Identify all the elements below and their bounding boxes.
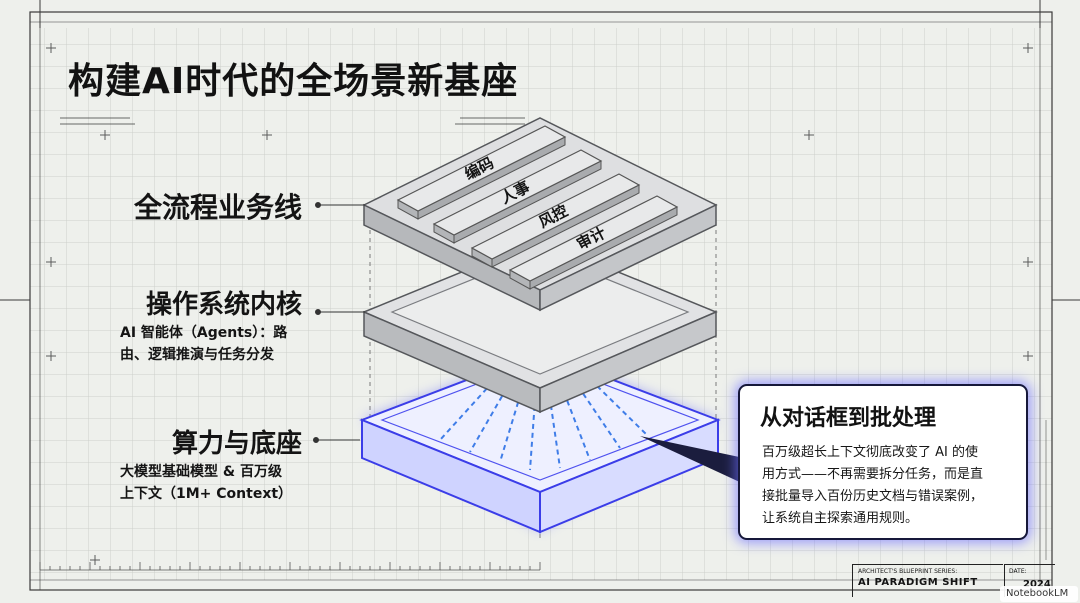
ruler	[39, 562, 541, 571]
module-bar: 审计	[508, 195, 679, 290]
date-value: 2024	[1023, 579, 1051, 590]
layer-label-os-kernel: 操作系统内核	[145, 290, 302, 320]
watermark-text: NotebookLM	[1006, 588, 1069, 599]
series-caption: ARCHITECT'S BLUEPRINT SERIES:	[858, 568, 958, 575]
callout-pointer	[640, 436, 744, 484]
callout-line: 让系统自主探索通用规则。	[762, 511, 919, 526]
module-bar: 编码	[396, 125, 567, 220]
light-ray	[499, 375, 527, 463]
label-pointers	[313, 202, 365, 443]
light-ray	[556, 375, 591, 461]
light-ray	[546, 378, 561, 469]
layer-sub-line: 上下文（1M+ Context）	[120, 486, 293, 502]
light-ray	[529, 378, 538, 471]
layer-top-business	[362, 117, 718, 312]
layer-bottom-base	[359, 322, 721, 534]
date-label: DATE:	[1009, 568, 1027, 575]
module-bar: 风控	[470, 173, 641, 268]
crosshair-marks	[46, 43, 1033, 565]
title-block-series: ARCHITECT'S BLUEPRINT SERIES: AI PARADIG…	[852, 564, 1003, 597]
layer-sub-os-kernel: AI 智能体（Agents）：路 由、逻辑推演与任务分发	[120, 322, 302, 366]
callout-box: 从对话框到批处理 百万级超长上下文彻底改变了 AI 的使 用方式——不再需要拆分…	[738, 384, 1028, 540]
callout-line: 用方式——不再需要拆分任务，而是直	[762, 467, 984, 482]
light-ray	[577, 366, 649, 437]
series-name: AI PARADIGM SHIFT	[858, 577, 978, 588]
callout-line: 百万级超长上下文彻底改变了 AI 的使	[762, 445, 978, 460]
layer-sub-line: 由、逻辑推演与任务分发	[120, 347, 274, 363]
title-block-date: DATE: 2024	[1004, 564, 1055, 597]
module-bar: 人事	[432, 149, 603, 244]
layer-label-business: 全流程业务线	[133, 191, 302, 224]
layer-middle-os	[362, 239, 718, 414]
light-ray	[567, 370, 621, 449]
layer-sub-line: 大模型基础模型 & 百万级	[120, 464, 282, 480]
page-title: 构建AI时代的全场景新基座	[68, 61, 519, 102]
light-ray	[439, 367, 506, 441]
layer-sub-compute: 大模型基础模型 & 百万级 上下文（1M+ Context）	[120, 461, 302, 505]
watermark: NotebookLM	[1000, 586, 1078, 602]
layer-sub-line: AI 智能体（Agents）：路	[120, 325, 288, 341]
callout-title: 从对话框到批处理	[760, 406, 937, 431]
layer-label-compute: 算力与底座	[171, 429, 302, 459]
callout-body: 百万级超长上下文彻底改变了 AI 的使 用方式——不再需要拆分任务，而是直 接批…	[762, 442, 1014, 530]
light-ray	[469, 372, 517, 453]
callout-line: 接批量导入百份历史文档与错误案例，	[762, 489, 984, 504]
